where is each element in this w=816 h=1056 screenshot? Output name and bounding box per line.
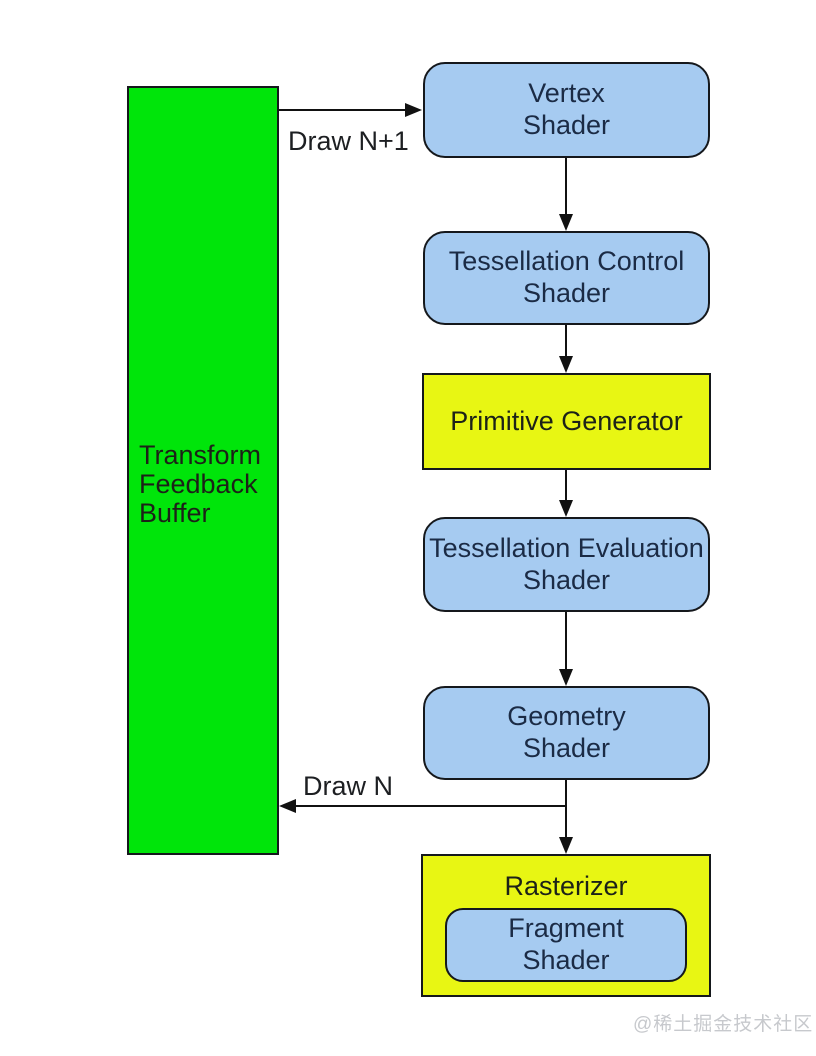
node-primitive-generator: Primitive Generator xyxy=(422,373,711,470)
node-vertex-shader: Vertex Shader xyxy=(423,62,710,158)
node-tessellation-evaluation-shader: Tessellation Evaluation Shader xyxy=(423,517,710,612)
node-fragment-shader: Fragment Shader xyxy=(445,908,687,982)
node-transform-feedback-buffer: Transform Feedback Buffer xyxy=(127,86,279,855)
arrow-tess-eval-to-geometry xyxy=(559,612,573,686)
node-label: Transform Feedback Buffer xyxy=(139,439,262,529)
node-geometry-shader: Geometry Shader xyxy=(423,686,710,780)
arrow-primitive-generator-to-tess-eval xyxy=(559,470,573,517)
node-label: Primitive Generator xyxy=(450,405,683,436)
arrow-tess-control-to-primitive-generator xyxy=(559,325,573,373)
node-label: Rasterizer xyxy=(504,871,628,901)
arrow-vertex-to-tess-control xyxy=(559,158,573,231)
node-label: Fragment Shader xyxy=(508,913,624,975)
node-label: Geometry Shader xyxy=(507,701,626,763)
arrow-draw-n-plus-1 xyxy=(279,103,422,117)
node-label: Tessellation Control Shader xyxy=(448,246,685,308)
arrow-geometry-to-rasterizer xyxy=(559,780,573,854)
edge-label-draw-n-plus-1: Draw N+1 xyxy=(288,126,409,156)
node-label: Tessellation Evaluation Shader xyxy=(429,532,704,595)
edge-label-draw-n: Draw N xyxy=(303,771,394,801)
watermark: @稀土掘金技术社区 xyxy=(633,1014,814,1035)
node-tessellation-control-shader: Tessellation Control Shader xyxy=(423,231,710,325)
node-label: Vertex Shader xyxy=(522,78,611,140)
